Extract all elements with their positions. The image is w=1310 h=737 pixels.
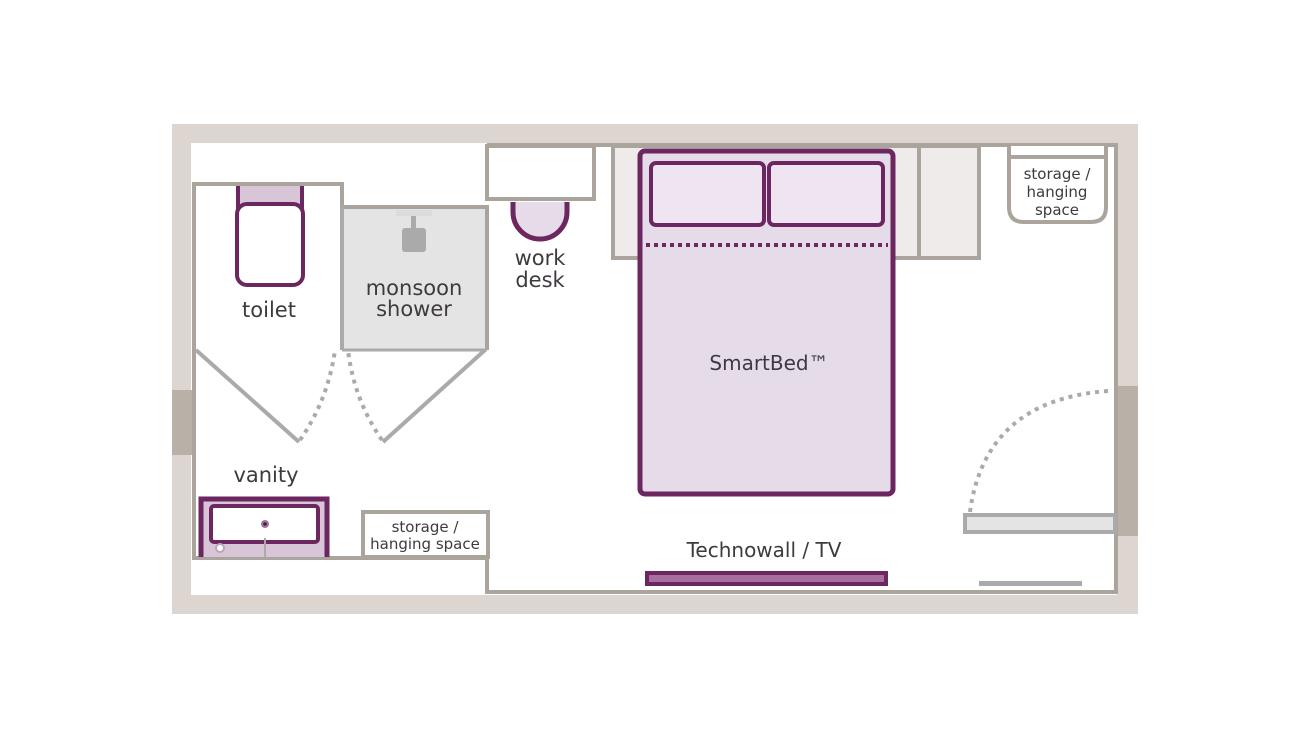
pillow-right: [767, 161, 885, 227]
window-left: [172, 390, 192, 455]
label-desk-2: desk: [515, 268, 565, 292]
label-storage-tr-1: storage /: [1024, 165, 1092, 183]
door-mat: [979, 581, 1082, 586]
label-storage-tr-2: hanging: [1027, 183, 1088, 201]
storage-top-right: [1007, 146, 1108, 224]
pillow-left: [649, 161, 766, 227]
shower-door-swing: [346, 349, 384, 442]
work-desk: [485, 144, 596, 201]
label-technowall: Technowall / TV: [686, 538, 842, 562]
window-right: [1117, 386, 1138, 536]
label-desk-1: work: [515, 246, 567, 270]
label-bed: SmartBed™: [709, 351, 828, 375]
label-storage-b-1: storage /: [392, 518, 460, 536]
entry-door-swing: [968, 389, 1109, 513]
label-vanity: vanity: [233, 463, 298, 487]
toilet-door: [194, 348, 301, 444]
entry-door: [963, 513, 1117, 534]
toilet-door-swing: [298, 349, 337, 442]
label-shower-2: shower: [376, 297, 452, 321]
desk-chair-icon: [510, 202, 570, 242]
smartbed: [637, 148, 896, 497]
shower-rail: [396, 210, 432, 216]
label-storage-tr-3: space: [1035, 201, 1079, 219]
shower-door: [381, 348, 487, 444]
label-shower-1: monsoon: [366, 276, 463, 300]
label-storage-b-2: hanging space: [370, 535, 480, 553]
label-toilet: toilet: [242, 298, 296, 322]
shower-head-icon: [402, 228, 426, 252]
toilet-bowl-icon: [235, 202, 305, 287]
storage-bottom: [361, 510, 490, 559]
